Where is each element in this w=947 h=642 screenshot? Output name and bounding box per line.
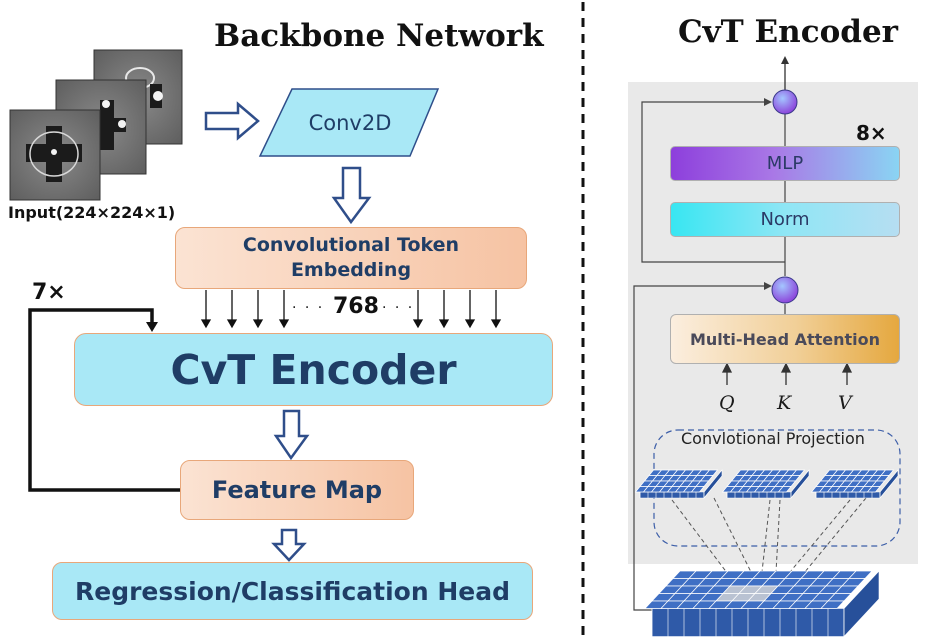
arrow-featuremap-to-head: [271, 528, 307, 562]
mlp-box: MLP: [670, 146, 900, 181]
encoder-repeat-label: 8×: [856, 121, 887, 145]
encoder-title: CvT Encoder: [678, 14, 898, 50]
value-label: V: [838, 392, 852, 414]
feature-map-label: Feature Map: [211, 476, 383, 504]
token-count: 768: [333, 294, 379, 319]
residual-add-circle-bottom: [771, 276, 799, 304]
cvt-encoder-label: CvT Encoder: [170, 345, 457, 394]
cvt-encoder-box: CvT Encoder: [74, 333, 553, 406]
mlp-label: MLP: [766, 153, 804, 174]
mha-box: Multi-Head Attention: [670, 314, 900, 364]
norm-label: Norm: [760, 209, 810, 230]
repeat-loop-arrowhead: [146, 322, 158, 332]
arrow-input-to-conv2d: [204, 101, 260, 141]
backbone-title: Backbone Network: [214, 18, 544, 54]
conv2d-label: Conv2D: [308, 111, 392, 135]
token-arrows: [200, 290, 502, 329]
head-label: Regression/Classification Head: [75, 576, 510, 606]
input-image-front: [9, 109, 101, 201]
input-token-grid: [644, 570, 880, 638]
arrow-encoder-to-featuremap: [273, 409, 310, 461]
token-dots-left: · · ·: [292, 300, 325, 316]
conv2d-shape: [258, 88, 440, 157]
output-arrowhead: [781, 56, 789, 64]
mha-label: Multi-Head Attention: [689, 329, 881, 349]
head-box: Regression/Classification Head: [52, 562, 533, 620]
repeat-loop-line: [28, 308, 181, 492]
norm-box: Norm: [670, 202, 900, 237]
backbone-repeat-label: 7×: [32, 280, 66, 305]
token-dots-right: · · ·: [382, 300, 415, 316]
projection-grid-v: [810, 469, 899, 499]
token-embedding-box: Convolutional Token Embedding: [175, 227, 527, 289]
query-label: Q: [719, 392, 735, 414]
input-label: Input(224×224×1): [8, 203, 176, 222]
projection-grid-k: [721, 469, 810, 499]
key-label: K: [777, 392, 792, 414]
projection-label: Convlotional Projection: [681, 429, 865, 448]
projection-grid-q: [634, 469, 723, 499]
feature-map-box: Feature Map: [180, 460, 414, 520]
arrow-conv2d-to-embedding: [331, 166, 372, 225]
residual-add-circle-top: [772, 89, 798, 115]
token-embedding-label: Convolutional Token Embedding: [242, 234, 460, 281]
